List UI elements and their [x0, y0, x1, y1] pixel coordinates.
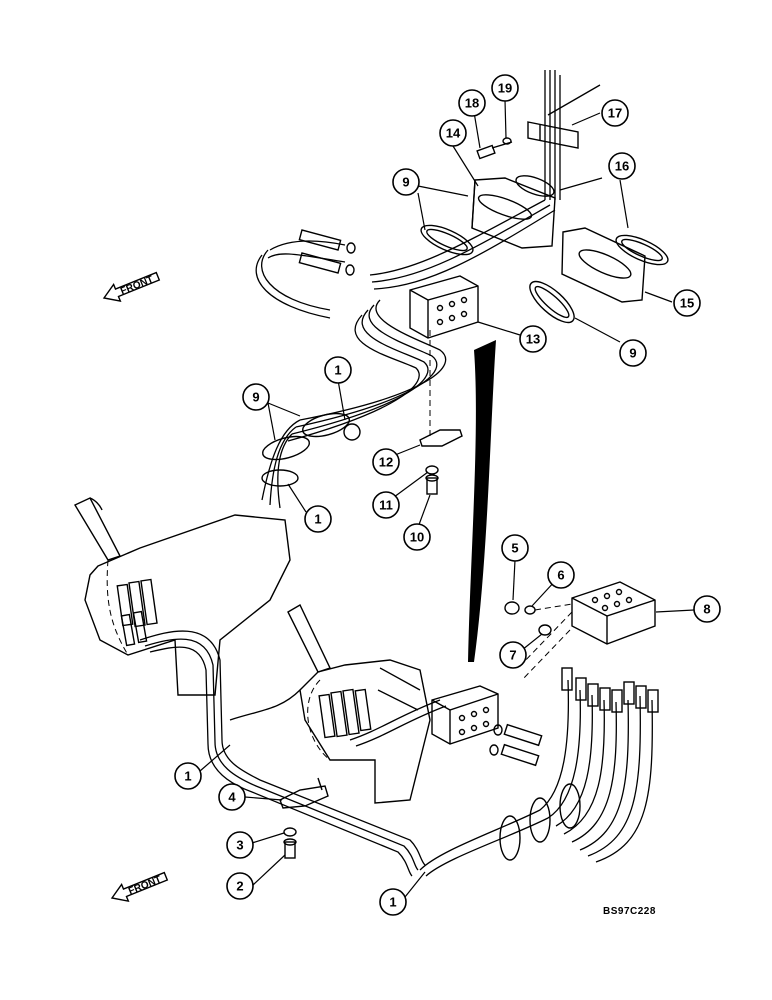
left-lower-hoses	[139, 630, 426, 877]
svg-text:16: 16	[615, 159, 629, 174]
svg-text:12: 12	[379, 455, 393, 470]
svg-text:5: 5	[511, 541, 518, 556]
upper-hose-run	[255, 199, 556, 319]
svg-text:17: 17	[608, 106, 622, 121]
right-hose-bundle	[419, 679, 653, 877]
callout-1-upper: 1	[324, 356, 352, 384]
callout-15: 15	[673, 289, 701, 317]
front-arrow-top: FRONT	[102, 271, 161, 303]
callout-19: 19	[491, 74, 519, 102]
svg-text:1: 1	[314, 512, 321, 527]
callout-1-bottom: 1	[379, 888, 407, 916]
callout-4: 4	[218, 783, 246, 811]
front-arrow-bottom: FRONT	[110, 871, 169, 903]
leader-lines	[199, 99, 695, 898]
valve-block-upper	[409, 275, 479, 339]
callout-16: 16	[608, 152, 636, 180]
svg-text:1: 1	[334, 363, 341, 378]
svg-text:11: 11	[379, 498, 393, 513]
middle-fittings-cluster	[318, 688, 372, 739]
grommets-left	[261, 412, 361, 487]
left-fittings-cluster	[116, 578, 158, 647]
svg-text:3: 3	[236, 838, 243, 853]
svg-text:9: 9	[402, 175, 409, 190]
upper-tube-bundle	[544, 70, 601, 200]
callout-2: 2	[226, 872, 254, 900]
svg-text:10: 10	[410, 530, 424, 545]
front-label-top: FRONT	[119, 274, 155, 297]
callout-17: 17	[601, 99, 629, 127]
clamp-block-right	[561, 227, 646, 303]
drawing-code: BS97C228	[603, 906, 656, 917]
svg-text:1: 1	[389, 895, 396, 910]
grommet-right	[615, 234, 669, 266]
callout-1-mid-left: 1	[304, 505, 332, 533]
clamp-block-upper	[471, 175, 556, 249]
valve-block-lower	[431, 685, 499, 745]
bracket-12-assembly	[419, 330, 463, 495]
upper-fittings	[298, 229, 356, 276]
svg-text:9: 9	[252, 390, 259, 405]
callout-1-lower-left: 1	[174, 762, 202, 790]
middle-hoses	[229, 667, 447, 747]
left-console	[74, 497, 291, 696]
svg-text:8: 8	[703, 602, 710, 617]
svg-text:6: 6	[557, 568, 564, 583]
right-bundle-end-fittings	[561, 667, 659, 713]
bracket-4-assembly	[279, 777, 329, 859]
block-8-fittings	[504, 601, 573, 636]
callout-13: 13	[519, 325, 547, 353]
lower-block-fittings	[489, 723, 543, 767]
svg-text:15: 15	[680, 296, 694, 311]
svg-text:9: 9	[629, 346, 636, 361]
callout-14: 14	[439, 119, 467, 147]
callout-9-right: 9	[619, 339, 647, 367]
callout-5: 5	[501, 534, 529, 562]
callout-9-left: 9	[242, 383, 270, 411]
svg-text:19: 19	[498, 81, 512, 96]
svg-text:2: 2	[236, 879, 243, 894]
callout-3: 3	[226, 831, 254, 859]
callout-10: 10	[403, 523, 431, 551]
svg-text:13: 13	[526, 332, 540, 347]
grommet-right-lower	[529, 280, 575, 324]
bolt-and-washer	[476, 137, 513, 160]
svg-text:7: 7	[509, 648, 516, 663]
tube-bracket	[527, 121, 579, 149]
callout-12: 12	[372, 448, 400, 476]
svg-text:18: 18	[465, 96, 479, 111]
left-hose-run	[261, 299, 447, 509]
valve-block-8	[519, 581, 656, 681]
callout-18: 18	[458, 89, 486, 117]
callout-8: 8	[693, 595, 721, 623]
svg-text:14: 14	[446, 126, 461, 141]
right-console	[287, 604, 431, 804]
grommet-upper	[420, 224, 474, 256]
svg-text:4: 4	[228, 790, 236, 805]
front-label-bottom: FRONT	[127, 874, 163, 897]
bottom-grommets	[499, 783, 581, 861]
callout-11: 11	[372, 491, 400, 519]
callout-6: 6	[547, 561, 575, 589]
callout-7: 7	[499, 641, 527, 669]
svg-text:1: 1	[184, 769, 191, 784]
callout-9-upper: 9	[392, 168, 420, 196]
connection-arrow	[468, 340, 496, 662]
